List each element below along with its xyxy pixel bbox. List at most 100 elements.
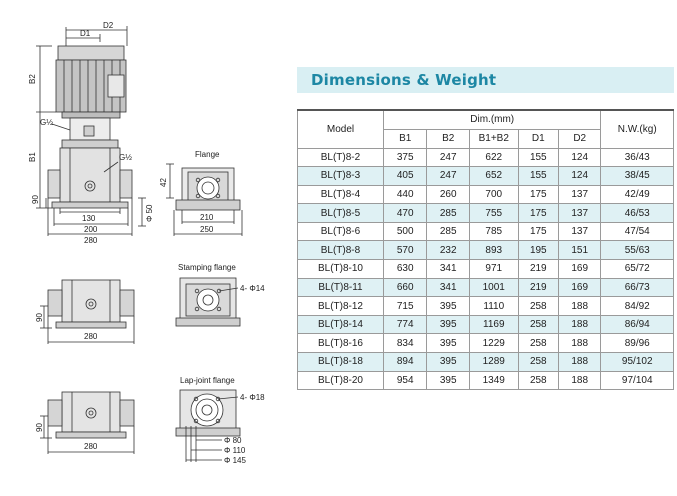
cell-d1: 175 [517, 221, 559, 242]
label-holes-18: 4- Φ18 [240, 393, 265, 402]
cell-d1: 195 [517, 240, 559, 261]
cell-model: BL(T)8-18 [297, 352, 384, 372]
label-b1: B1 [28, 152, 37, 162]
cell-b2: 247 [426, 166, 470, 186]
cell-model: BL(T)8-5 [297, 203, 384, 223]
stamping-side-view [40, 279, 135, 344]
cell-d2: 124 [557, 166, 602, 186]
cell-d1: 258 [517, 314, 559, 335]
label-dim-210: 210 [200, 213, 214, 222]
cell-d2: 137 [557, 184, 602, 205]
technical-drawing: D1 D2 B2 B1 G½ G½ 90 130 200 280 Φ 50 Fl… [28, 21, 265, 465]
cell-d1: 219 [517, 277, 559, 298]
cell-model: BL(T)8-11 [297, 277, 384, 298]
header-b1-b2: B1+B2 [468, 128, 519, 149]
cell-d1: 258 [517, 333, 559, 354]
cell-b2: 232 [426, 240, 470, 261]
cell-b1-b2: 971 [468, 259, 519, 279]
header-d2: D2 [557, 128, 602, 149]
cell-b1: 954 [382, 370, 428, 391]
cell-nw: 97/104 [600, 370, 674, 391]
stamping-flange-view [175, 277, 241, 327]
cell-nw: 42/49 [600, 184, 674, 205]
cell-model: BL(T)8-4 [297, 184, 384, 205]
flange-view [166, 163, 243, 236]
label-dim-200: 200 [84, 225, 98, 234]
label-dim-130: 130 [82, 214, 96, 223]
cell-b1: 375 [382, 147, 428, 168]
cell-b1: 774 [382, 314, 428, 335]
cell-model: BL(T)8-6 [297, 221, 384, 242]
cell-d2: 188 [557, 352, 602, 372]
label-phi-110: Φ 110 [224, 446, 246, 455]
cell-nw: 55/63 [600, 240, 674, 261]
cell-model: BL(T)8-14 [297, 314, 384, 335]
cell-nw: 65/72 [600, 259, 674, 279]
cell-model: BL(T)8-2 [297, 147, 384, 168]
table-subheader-row: B1 B2 B1+B2 D1 D2 [298, 128, 674, 149]
cell-nw: 46/53 [600, 203, 674, 223]
cell-model: BL(T)8-20 [297, 370, 384, 391]
label-dim-280-b: 280 [84, 332, 98, 341]
cell-nw: 47/54 [600, 221, 674, 242]
lapjoint-title: Lap-joint flange [180, 376, 235, 385]
cell-model: BL(T)8-16 [297, 333, 384, 354]
cell-nw: 66/73 [600, 277, 674, 298]
cell-b1: 500 [382, 221, 428, 242]
cell-b1: 715 [382, 296, 428, 316]
cell-b2: 395 [426, 296, 470, 316]
cell-d2: 124 [557, 147, 602, 168]
cell-d2: 151 [557, 240, 602, 261]
cell-b1: 630 [382, 259, 428, 279]
cell-d1: 155 [517, 147, 559, 168]
lapjoint-side-view [40, 391, 135, 454]
cell-b1-b2: 1289 [468, 352, 519, 372]
cell-b1-b2: 1110 [468, 296, 519, 316]
cell-model: BL(T)8-10 [297, 259, 384, 279]
label-phi-80: Φ 80 [224, 436, 242, 445]
label-b2: B2 [28, 74, 37, 84]
label-g-right: G½ [119, 153, 132, 162]
cell-d1: 175 [517, 184, 559, 205]
header-b2: B2 [426, 128, 470, 149]
cell-nw: 38/45 [600, 166, 674, 186]
cell-b1: 660 [382, 277, 428, 298]
cell-nw: 89/96 [600, 333, 674, 354]
cell-d1: 175 [517, 203, 559, 223]
pump-elevation-view [36, 26, 146, 236]
label-d1: D1 [80, 29, 91, 38]
cell-b1-b2: 1349 [468, 370, 519, 391]
cell-nw: 95/102 [600, 352, 674, 372]
cell-d1: 258 [517, 370, 559, 391]
cell-b1-b2: 893 [468, 240, 519, 261]
cell-b1-b2: 622 [468, 147, 519, 168]
header-nw: N.W.(kg) [600, 109, 674, 149]
cell-d2: 169 [557, 277, 602, 298]
label-dim-42: 42 [159, 178, 168, 187]
cell-d2: 188 [557, 314, 602, 335]
label-dim-250: 250 [200, 225, 214, 234]
flange-title: Flange [195, 150, 220, 159]
cell-b1-b2: 755 [468, 203, 519, 223]
cell-model: BL(T)8-3 [297, 166, 384, 186]
table-header-row: Model Dim.(mm) N.W.(kg) [297, 109, 674, 149]
section-title: Dimensions & Weight [297, 67, 674, 93]
cell-b1-b2: 785 [468, 221, 519, 242]
label-dim-90-a: 90 [31, 195, 40, 204]
header-dim-group: Dim.(mm) [382, 109, 602, 130]
cell-b2: 341 [426, 259, 470, 279]
cell-model: BL(T)8-12 [297, 296, 384, 316]
cell-b1: 894 [382, 352, 428, 372]
